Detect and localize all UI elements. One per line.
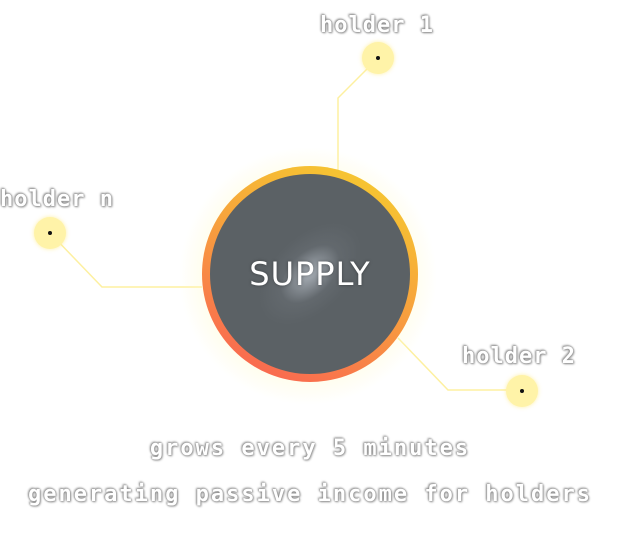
supply-label: SUPPLY	[249, 255, 371, 293]
caption-line-2: generating passive income for holders	[27, 482, 593, 507]
caption-line-1: grows every 5 minutes	[149, 436, 471, 461]
connector-holder-1	[337, 57, 379, 170]
connector-holder-2	[397, 337, 520, 391]
supply-core: SUPPLY	[210, 174, 410, 374]
holder-1-node	[362, 42, 394, 74]
holder-n-dot	[48, 231, 52, 235]
holder-2-node	[506, 375, 538, 407]
holder-2-dot	[520, 389, 524, 393]
holder-1-label: holder 1	[320, 13, 434, 38]
holder-n-node	[34, 217, 66, 249]
holder-1-dot	[376, 56, 380, 60]
supply-circle: SUPPLY	[202, 166, 418, 382]
connector-holder-n	[49, 232, 202, 288]
holder-2-label: holder 2	[462, 344, 576, 369]
holder-n-label: holder n	[0, 187, 114, 212]
